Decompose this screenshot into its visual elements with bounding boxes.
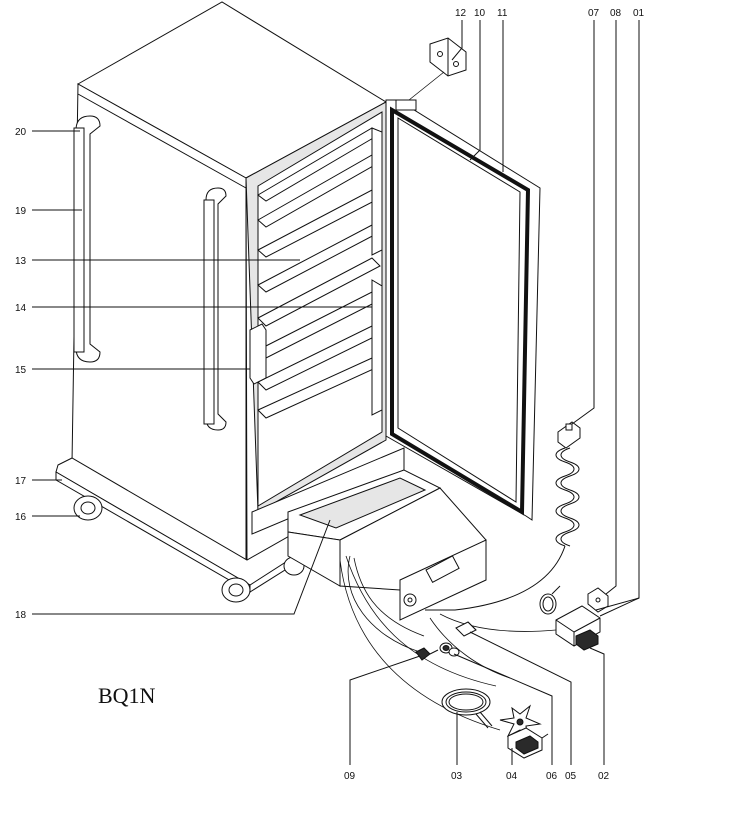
callout-06: 06 <box>546 771 558 782</box>
callout-13: 13 <box>15 256 27 267</box>
callout-17: 17 <box>15 476 27 487</box>
thermostat <box>507 727 549 759</box>
callout-18: 18 <box>15 610 27 621</box>
callout-19: 19 <box>15 206 27 217</box>
callout-15: 15 <box>15 365 27 376</box>
rocker-switch <box>575 629 599 651</box>
callout-20: 20 <box>15 127 27 138</box>
callout-02: 02 <box>598 771 610 782</box>
door-latch <box>249 323 267 385</box>
power-cord <box>425 421 581 611</box>
callout-09: 09 <box>344 771 356 782</box>
callout-14: 14 <box>15 303 27 314</box>
callout-01: 01 <box>633 8 645 19</box>
callout-08: 08 <box>610 8 622 19</box>
cord-grommet <box>439 642 460 657</box>
callout-10: 10 <box>474 8 486 19</box>
hinge-bracket <box>395 37 467 111</box>
callout-labels: 20 19 13 14 15 17 16 18 12 10 11 07 08 0… <box>15 8 645 782</box>
callout-16: 16 <box>15 512 27 523</box>
casters <box>73 495 305 603</box>
wire-connector <box>415 647 439 661</box>
tray-slides <box>257 127 383 419</box>
callout-11: 11 <box>497 8 508 19</box>
callout-05: 05 <box>565 771 577 782</box>
junction-box <box>587 587 609 613</box>
callout-12: 12 <box>455 8 467 19</box>
wiring <box>339 555 557 731</box>
callout-04: 04 <box>506 771 518 782</box>
cord-coil <box>539 585 561 615</box>
door <box>385 99 541 521</box>
heating-element <box>441 688 493 729</box>
heater-drawer <box>251 447 487 621</box>
front-door-handle <box>73 115 101 363</box>
callout-07: 07 <box>588 8 600 19</box>
leader-lines <box>32 20 640 765</box>
callout-03: 03 <box>451 771 463 782</box>
model-label: BQ1N <box>98 683 156 708</box>
